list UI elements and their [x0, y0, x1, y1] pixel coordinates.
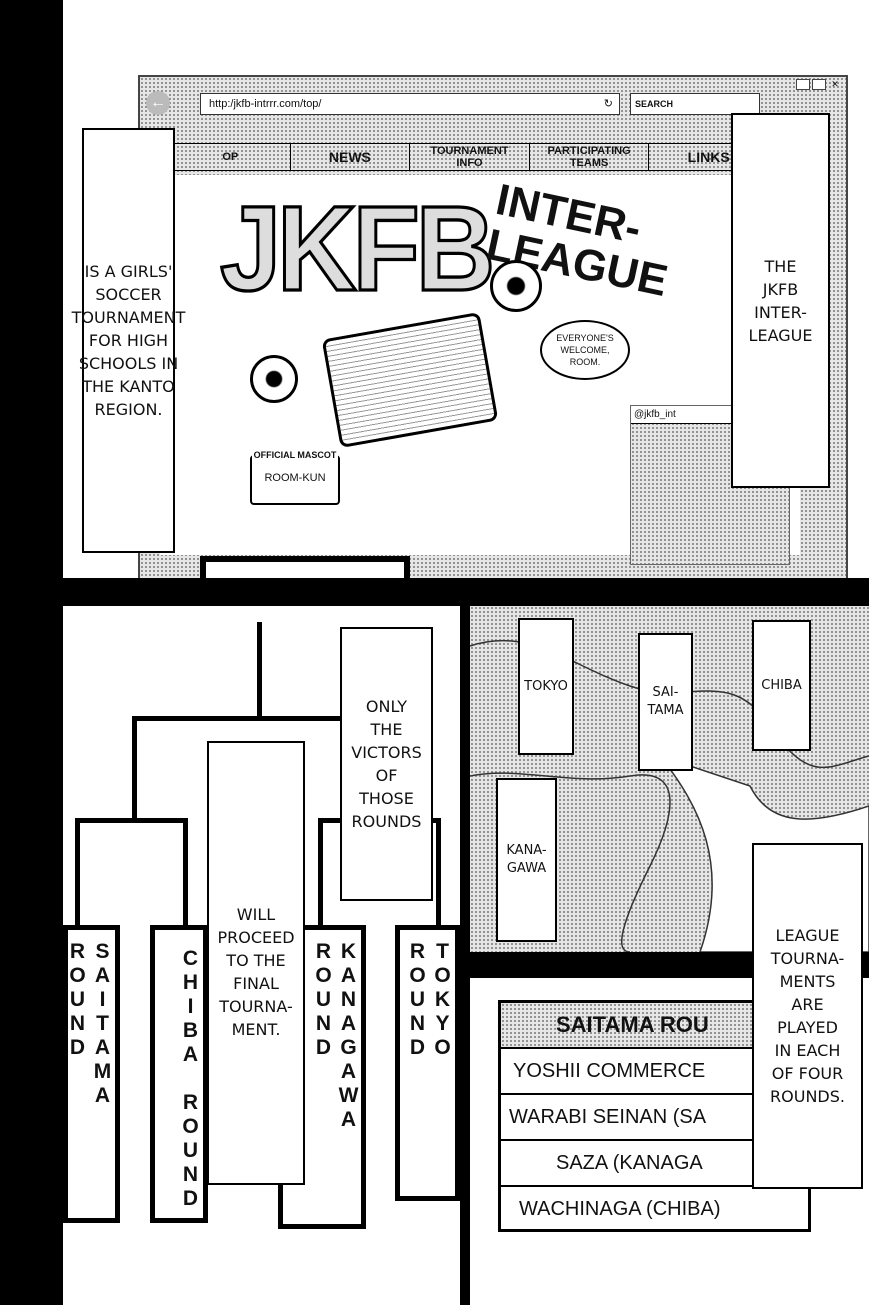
caption-box: ONLY THE VICTORS OF THOSE ROUNDS	[340, 627, 433, 901]
url-text: http:/jkfb-intrrr.com/top/	[209, 98, 322, 110]
map-label-tokyo: TOKYO	[518, 618, 574, 755]
bracket-line	[75, 818, 80, 928]
caption-box: IS A GIRLS' SOCCER TOURNAMENT FOR HIGH S…	[72, 128, 185, 553]
window-controls: ✕	[796, 79, 842, 90]
table-row: SAZA (KANAGA	[501, 1139, 808, 1185]
close-icon[interactable]: ✕	[831, 79, 839, 89]
back-button[interactable]: ←	[146, 91, 170, 115]
bracket-line	[318, 818, 323, 928]
mascot-name: ROOM-KUN	[264, 472, 326, 484]
caption-box: WILL PROCEED TO THE FINAL TOURNA- MENT.	[207, 741, 305, 1185]
bracket-line	[75, 818, 187, 823]
speech-bubble: EVERYONE'S WELCOME, ROOM.	[540, 320, 630, 380]
maximize-icon[interactable]	[812, 79, 826, 90]
panel-divider	[460, 578, 470, 1305]
round-tokyo: TOKYO ROUND	[395, 925, 460, 1201]
page-gutter	[0, 0, 63, 1305]
site-logo: JKFB	[218, 179, 496, 318]
bracket-line	[132, 716, 392, 721]
nav-top[interactable]: OP	[171, 144, 291, 170]
site-widget	[200, 556, 410, 578]
round-saitama: SAITAMA ROUND	[63, 925, 120, 1223]
caption-box: LEAGUE TOURNA- MENTS ARE PLAYED IN EACH …	[752, 843, 863, 1189]
caption-box: THE JKFB INTER- LEAGUE	[731, 113, 830, 488]
soccer-ball-icon	[250, 355, 298, 403]
map-label-chiba: CHIBA	[752, 620, 811, 751]
site-content: JKFB INTER- LEAGUE EVERYONE'S WELCOME, R…	[160, 175, 800, 565]
bracket-line	[257, 622, 262, 718]
bracket-line	[183, 818, 188, 928]
browser-window: ✕ ← http:/jkfb-intrrr.com/top/ ↻ SEARCH …	[138, 75, 848, 578]
panel-website: ✕ ← http:/jkfb-intrrr.com/top/ ↻ SEARCH …	[63, 0, 869, 578]
round-chiba: CHIBA ROUND	[150, 925, 208, 1223]
table-row: WARABI SEINAN (SA	[501, 1093, 808, 1139]
url-bar[interactable]: http:/jkfb-intrrr.com/top/ ↻	[200, 93, 620, 115]
minimize-icon[interactable]	[796, 79, 810, 90]
site-nav: OP NEWS TOURNAMENT INFO PARTICIPATING TE…	[170, 143, 770, 171]
soccer-ball-icon	[490, 260, 542, 312]
map-label-saitama: SAI- TAMA	[638, 633, 693, 771]
search-input[interactable]: SEARCH	[630, 93, 760, 115]
mascot-label: OFFICIAL MASCOT ROOM-KUN	[250, 450, 340, 505]
nav-participating-teams[interactable]: PARTICIPATING TEAMS	[530, 144, 650, 170]
bracket-line	[132, 716, 137, 820]
reload-icon[interactable]: ↻	[603, 98, 613, 110]
table-row: WACHINAGA (CHIBA)	[501, 1185, 808, 1231]
nav-news[interactable]: NEWS	[291, 144, 411, 170]
map-label-kanagawa: KANA- GAWA	[496, 778, 557, 942]
bracket-line	[436, 818, 441, 928]
nav-tournament-info[interactable]: TOURNAMENT INFO	[410, 144, 530, 170]
mascot-label-title: OFFICIAL MASCOT	[252, 450, 338, 460]
mascot-room-kun	[321, 311, 499, 449]
table-row: YOSHII COMMERCE	[501, 1047, 808, 1093]
